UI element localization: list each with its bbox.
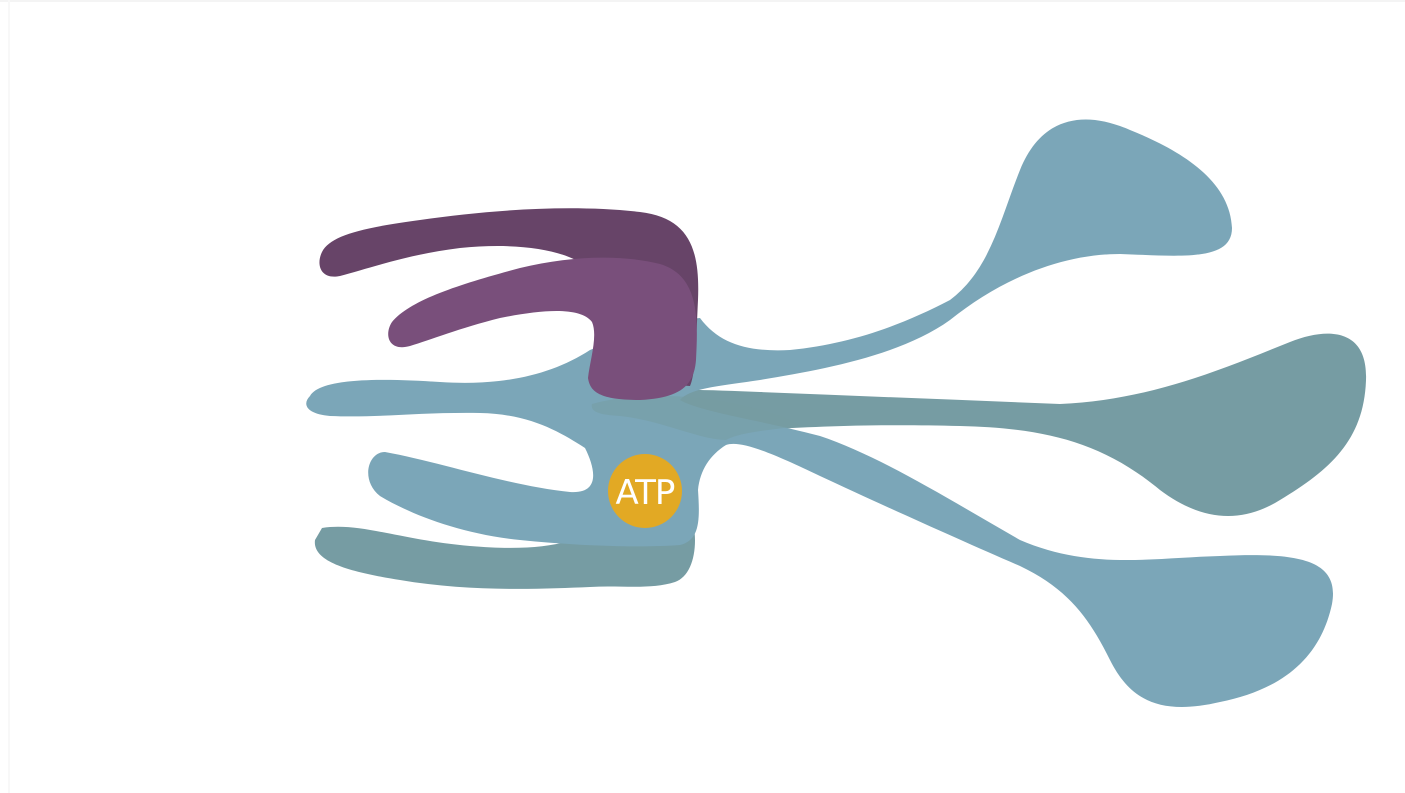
top-edge-line [0, 0, 1405, 2]
atp-label: ATP [616, 473, 675, 513]
left-edge-line [8, 0, 10, 793]
